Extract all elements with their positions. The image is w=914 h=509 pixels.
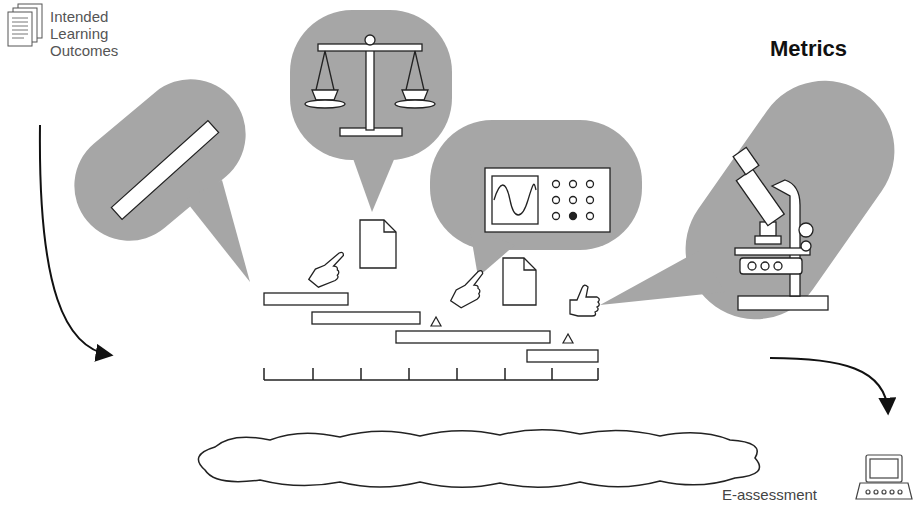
speech-bubble <box>600 250 725 305</box>
microscope-icon <box>761 262 769 270</box>
balance-icon <box>305 100 345 108</box>
oscilloscope-icon <box>570 181 577 188</box>
speech-bubble <box>290 10 452 160</box>
thumbs-up <box>570 285 599 316</box>
time-axis <box>264 368 598 380</box>
document-stack <box>12 18 28 38</box>
speech-bubble <box>430 120 642 250</box>
ruler-icon <box>111 121 218 220</box>
speech-bubble <box>600 53 914 346</box>
oscilloscope-icon <box>485 168 610 232</box>
flow-arrow <box>770 358 888 412</box>
document-stack <box>8 4 42 46</box>
microscope-icon <box>774 262 782 270</box>
document-icon <box>360 220 536 305</box>
balance-icon <box>402 90 428 100</box>
microscope-icon <box>799 223 813 237</box>
milestone-triangle <box>431 317 441 326</box>
oscilloscope-icon <box>587 213 594 220</box>
input-label: Intended Learning Outcomes <box>50 8 135 59</box>
document-icon <box>524 258 536 270</box>
time-axis <box>264 368 598 380</box>
microscope-icon <box>736 169 784 226</box>
microscope-icon <box>735 248 810 255</box>
laptop-icon <box>874 490 878 494</box>
timeline-bar <box>396 331 550 343</box>
microscope-icon <box>740 258 802 274</box>
output-label: E-assessment <box>722 486 817 503</box>
laptop-icon <box>856 483 912 499</box>
milestone-triangle <box>563 334 573 343</box>
laptop-icon <box>870 459 898 478</box>
document-stack <box>8 12 32 46</box>
timeline-bar <box>264 293 598 362</box>
speech-bubble <box>350 150 398 212</box>
oscilloscope-icon <box>587 197 594 204</box>
oscilloscope-icon <box>492 176 538 224</box>
pointing-hand <box>445 270 493 311</box>
timeline-bar <box>312 312 420 324</box>
microscope-icon <box>738 296 828 310</box>
microscope-icon <box>733 147 759 174</box>
speech-bubble <box>658 53 914 346</box>
balance-icon <box>365 35 375 45</box>
timeline-bar <box>527 350 598 362</box>
pointing-hand <box>304 252 352 290</box>
balance-icon <box>312 90 338 100</box>
oscilloscope-icon <box>570 197 577 204</box>
time-axis <box>264 379 598 381</box>
speech-bubble <box>290 10 452 212</box>
balance-icon <box>366 48 374 130</box>
balance-icon <box>316 51 424 90</box>
oscilloscope-icon <box>494 184 536 215</box>
oscilloscope-icon <box>553 181 560 188</box>
oscilloscope-icon <box>570 213 577 220</box>
oscilloscope-icon <box>553 197 560 204</box>
laptop-icon <box>882 490 886 494</box>
document-icon <box>503 258 536 305</box>
document-icon <box>384 220 396 232</box>
oscilloscope-icon <box>553 213 560 220</box>
document-icon <box>360 220 396 268</box>
timeline-bar <box>264 293 348 305</box>
microscope-icon <box>801 241 811 251</box>
speech-bubble <box>185 180 250 282</box>
balance-icon <box>305 35 435 136</box>
microscope-icon <box>755 236 781 244</box>
balance-icon <box>395 100 435 108</box>
laptop-icon <box>866 455 902 482</box>
laptop-icon <box>898 490 902 494</box>
cloud-shape <box>198 430 759 488</box>
speech-bubble <box>430 120 642 277</box>
laptop-icon <box>890 490 894 494</box>
microscope-icon <box>733 147 828 310</box>
figure-title: Metrics <box>770 36 847 61</box>
thumbs-up <box>570 285 599 316</box>
laptop-icon <box>856 455 912 499</box>
ruler-icon <box>111 121 218 220</box>
oscilloscope-icon <box>485 168 610 232</box>
microscope-icon <box>748 262 756 270</box>
speech-bubble <box>52 57 268 282</box>
milestone-triangle <box>431 317 573 343</box>
oscilloscope-icon <box>587 181 594 188</box>
laptop-icon <box>866 490 870 494</box>
